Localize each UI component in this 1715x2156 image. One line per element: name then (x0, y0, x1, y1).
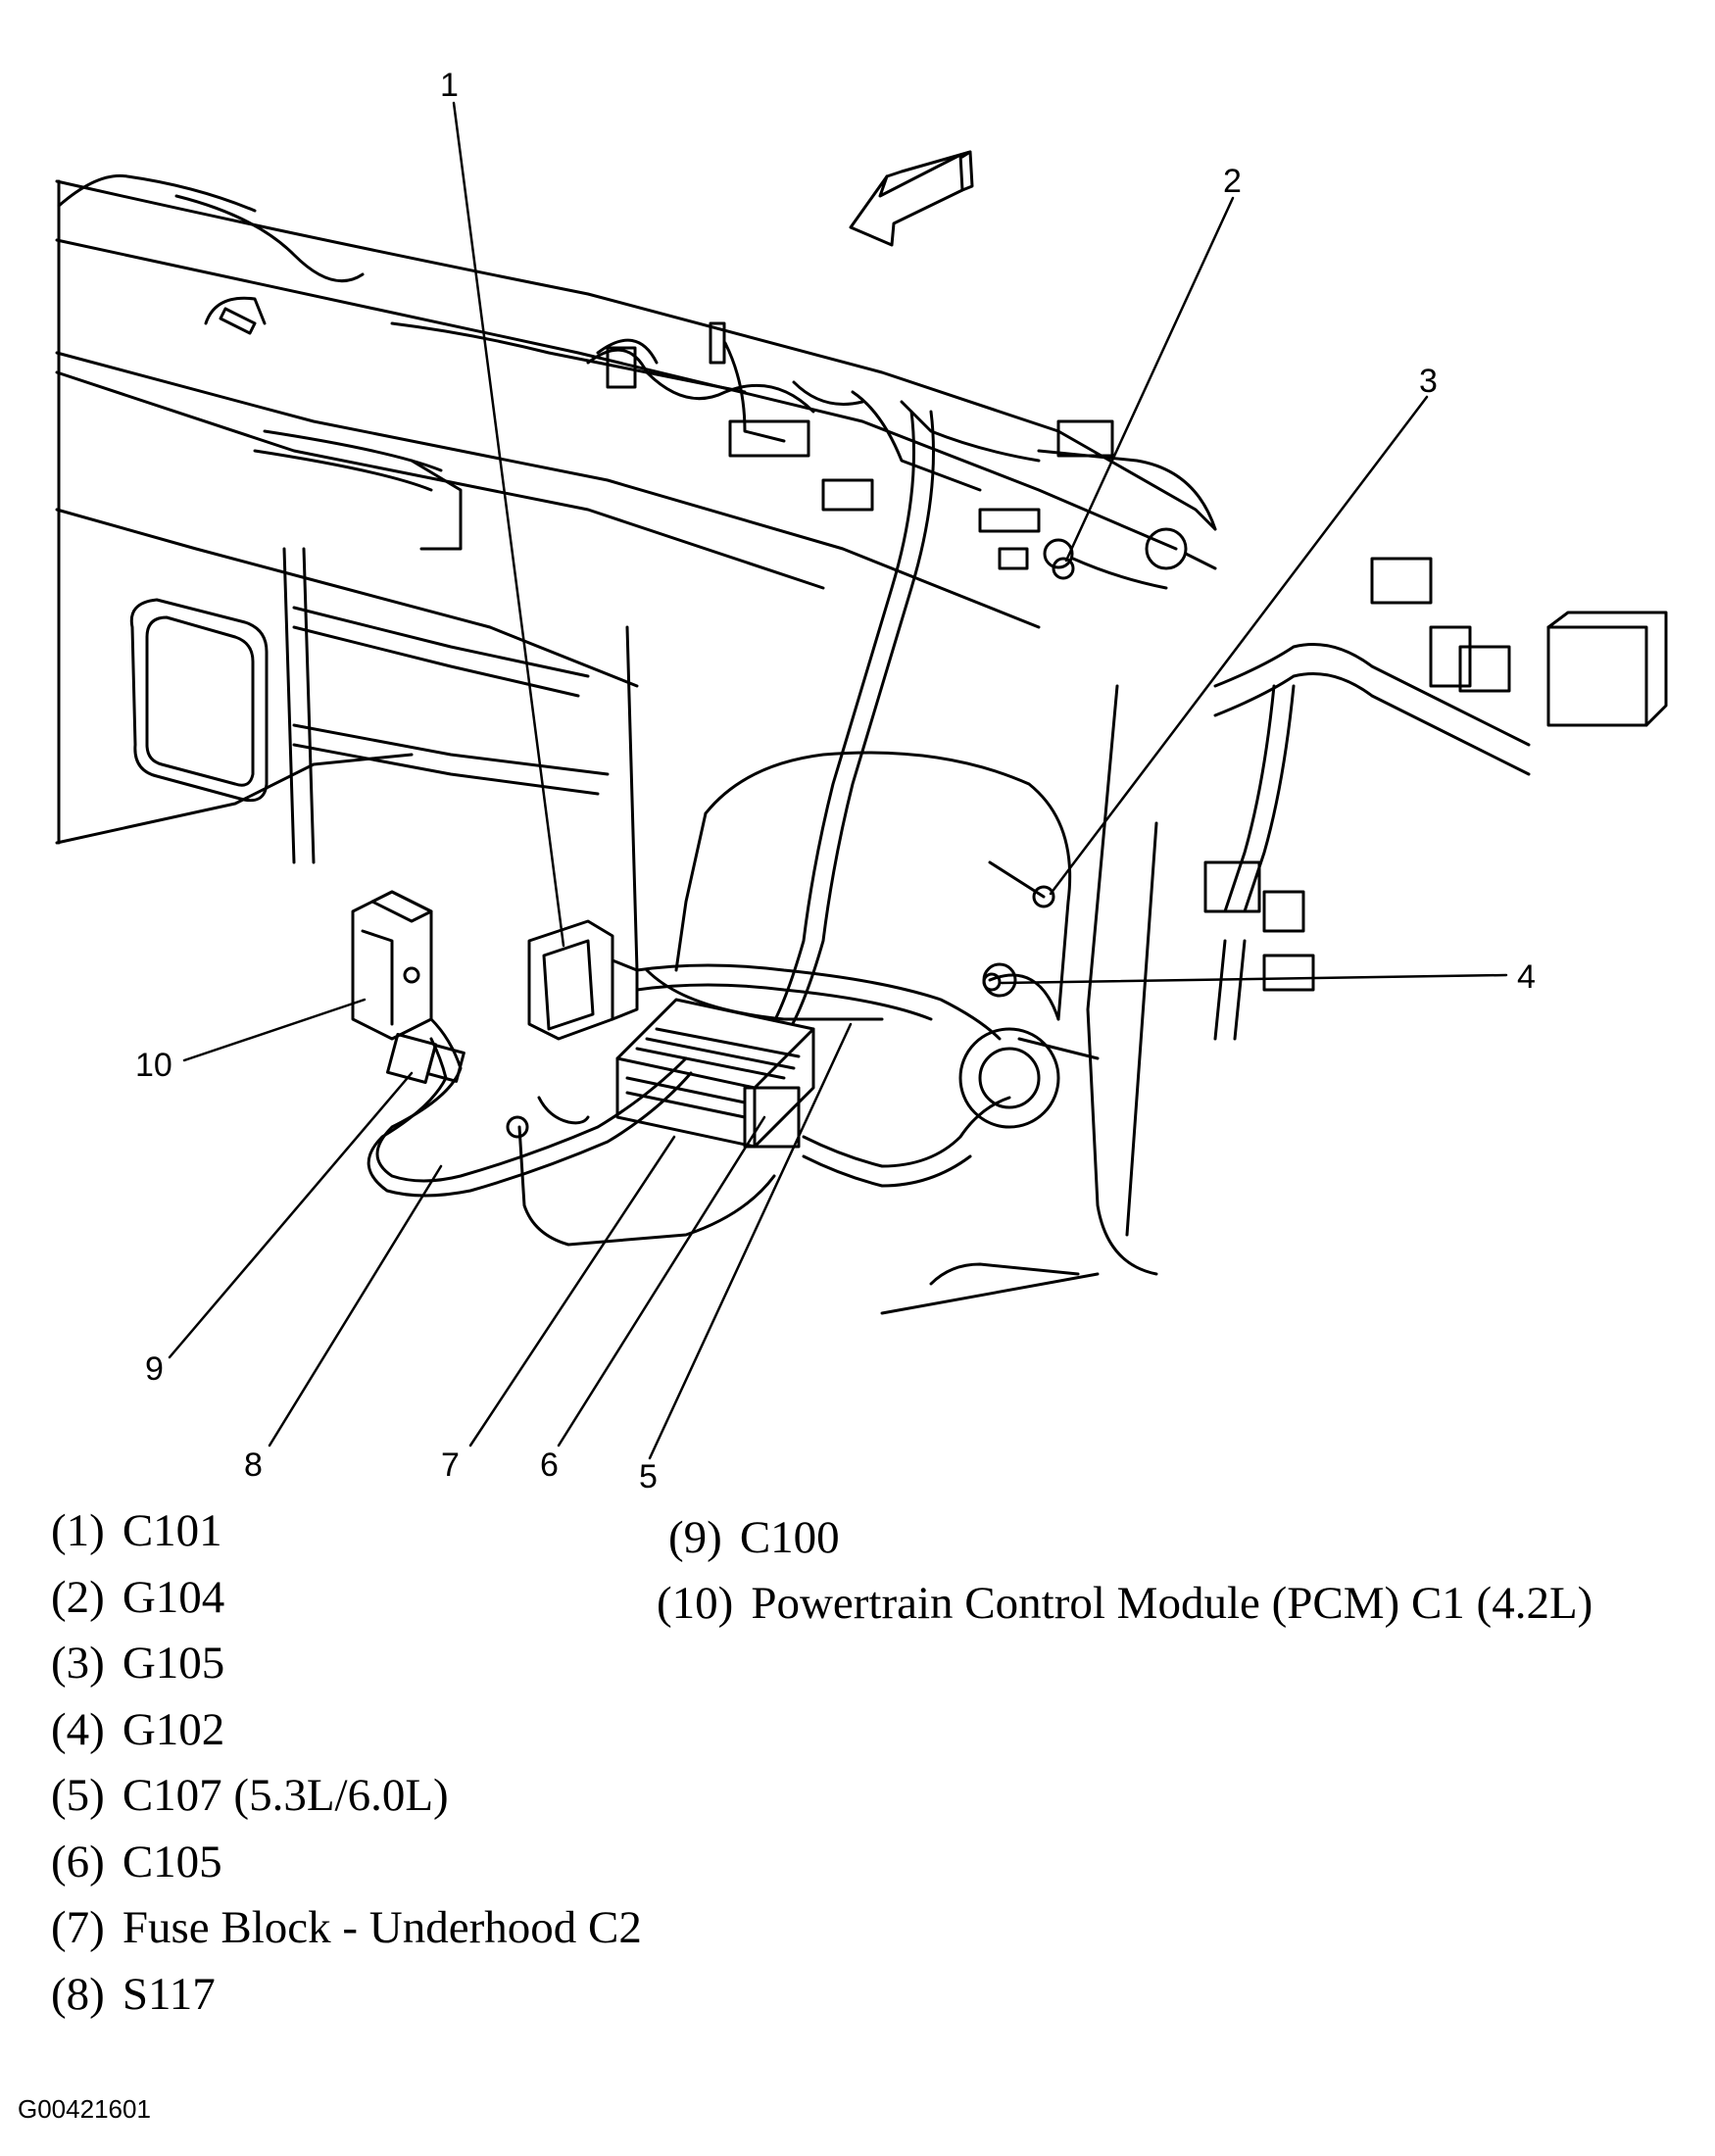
legend-text: G104 (122, 1572, 225, 1623)
c101-connector (527, 919, 639, 1041)
legend-text: C107 (5.3L/6.0L) (122, 1770, 449, 1821)
callout-7: 7 (441, 1446, 460, 1484)
fuse-block-underhood (615, 998, 815, 1149)
leader-5 (648, 1022, 853, 1460)
legend-number: (8) (51, 1969, 105, 2020)
ground-g104 (1052, 557, 1075, 580)
legend-number: (4) (51, 1704, 105, 1755)
legend-text: C105 (122, 1837, 222, 1887)
callout-1: 1 (440, 67, 459, 104)
legend-item-2: (2) G104 (51, 1574, 224, 1621)
ground-g105 (988, 860, 1055, 908)
legend-number: (9) (668, 1512, 722, 1563)
leader-1 (452, 101, 565, 948)
legend-number: (3) (51, 1638, 105, 1689)
engine-bay-harness-illustration (55, 101, 1668, 1460)
upper-harness (586, 321, 1217, 590)
legend-item-5: (5) C107 (5.3L/6.0L) (51, 1772, 449, 1819)
leader-8 (268, 1164, 443, 1447)
cowl-panel (55, 173, 1217, 1315)
legend-text: Fuse Block - Underhood C2 (122, 1902, 642, 1953)
callout-2: 2 (1223, 163, 1242, 200)
pcm-module (351, 890, 433, 1041)
legend-item-7: (7) Fuse Block - Underhood C2 (51, 1904, 642, 1951)
callout-5: 5 (639, 1458, 658, 1495)
vertical-harness (762, 410, 935, 1041)
callout-9: 9 (145, 1350, 164, 1388)
leader-9 (168, 1071, 414, 1359)
leader-3 (1049, 395, 1429, 896)
legend-text: Powertrain Control Module (PCM) C1 (4.2L… (751, 1578, 1593, 1629)
legend-text: C101 (122, 1505, 222, 1556)
legend-item-6: (6) C105 (51, 1838, 222, 1886)
leader-lines (168, 101, 1508, 1460)
c100-connector (386, 1033, 466, 1084)
legend-item-4: (4) G102 (51, 1706, 224, 1753)
callout-8: 8 (244, 1446, 263, 1484)
legend-text: G105 (122, 1638, 225, 1689)
figure-id: G00421601 (18, 2094, 151, 2124)
legend-text: S117 (122, 1969, 216, 2020)
leader-7 (468, 1135, 676, 1447)
legend-number: (1) (51, 1505, 105, 1556)
legend-number: (6) (51, 1837, 105, 1887)
leader-6 (557, 1115, 766, 1447)
legend-number: (5) (51, 1770, 105, 1821)
leader-4 (1000, 973, 1508, 985)
legend-item-10: (10) Powertrain Control Module (PCM) C1 (… (657, 1580, 1592, 1627)
legend-text: G102 (122, 1704, 225, 1755)
callout-3: 3 (1419, 363, 1438, 400)
firewall-canister (674, 751, 1072, 1129)
legend-number: (10) (657, 1578, 734, 1629)
legend-text: C100 (739, 1512, 840, 1563)
leader-2 (1064, 196, 1235, 563)
legend-number: (7) (51, 1902, 105, 1953)
legend-item-1: (1) C101 (51, 1507, 222, 1554)
callout-4: 4 (1517, 958, 1536, 996)
leader-10 (182, 998, 367, 1062)
ground-g102 (982, 972, 1002, 992)
callout-6: 6 (540, 1446, 559, 1484)
legend-item-3: (3) G105 (51, 1640, 224, 1687)
right-harness (1203, 557, 1668, 1041)
legend-item-9: (9) C100 (668, 1514, 840, 1561)
forward-arrow-icon (849, 150, 974, 247)
legend-number: (2) (51, 1572, 105, 1623)
callout-10: 10 (135, 1047, 172, 1084)
legend-item-8: (8) S117 (51, 1971, 216, 2018)
